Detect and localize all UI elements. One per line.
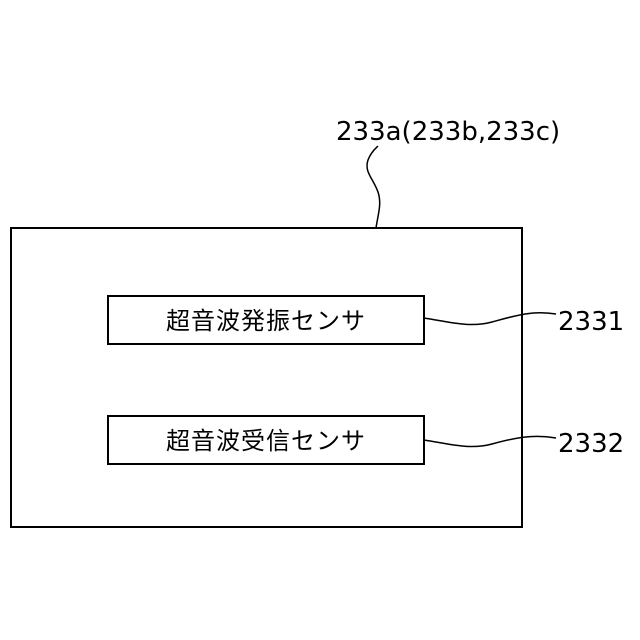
receiver-sensor-block: 超音波受信センサ	[108, 416, 424, 464]
transmitter-leader-line	[424, 313, 556, 325]
receiver-leader-line	[424, 436, 556, 446]
transmitter-sensor-label: 超音波発振センサ	[166, 307, 366, 335]
receiver-sensor-reference: 2332	[558, 429, 624, 459]
outer-device-block	[11, 228, 522, 527]
receiver-sensor-label: 超音波受信センサ	[166, 427, 366, 455]
transmitter-sensor-block: 超音波発振センサ	[108, 296, 424, 344]
outer-block-reference: 233a(233b,233c)	[336, 117, 560, 147]
outer-block-leader-line	[367, 146, 380, 228]
transmitter-sensor-reference: 2331	[558, 307, 624, 337]
